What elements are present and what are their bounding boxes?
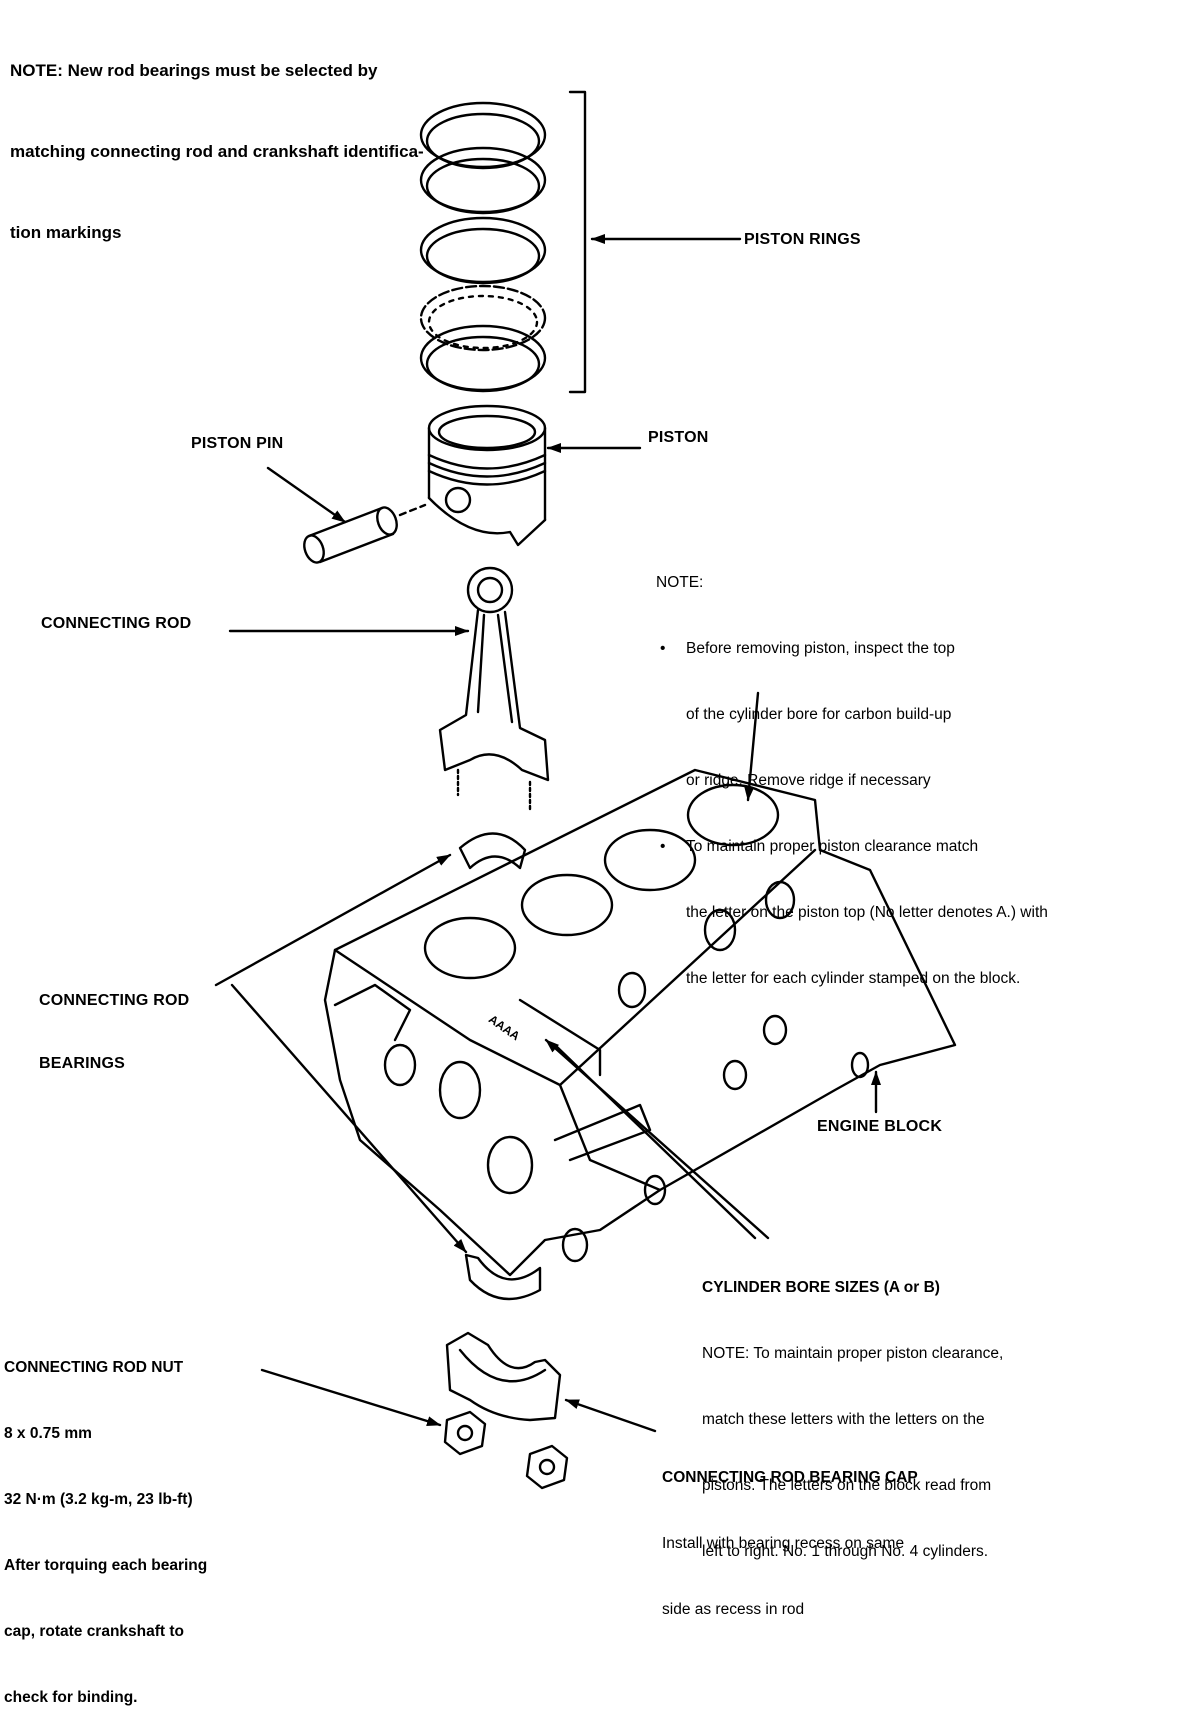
bullet-marker: •	[660, 838, 666, 855]
lower-bearing-illustration	[464, 1253, 542, 1301]
label-piston: PISTON	[648, 429, 709, 446]
bearing-leader-lower	[230, 983, 468, 1254]
piston-note: NOTE: • Before removing piston, inspect t…	[656, 528, 1048, 1012]
connecting-rod-illustration	[438, 566, 550, 812]
exploded-view-diagram: NOTE: New rod bearings must be selected …	[4, 3, 1048, 1706]
piston-note-heading: NOTE:	[656, 574, 704, 591]
bullet-text-line: the letter for each cylinder stamped on …	[686, 970, 1021, 987]
piston-note-bullet: • Before removing piston, inspect the top	[656, 638, 1048, 660]
bore-sizes-title: CYLINDER BORE SIZES (A or B)	[702, 1279, 940, 1296]
bearing-cap-note: CONNECTING ROD BEARING CAP Install with …	[662, 1423, 918, 1643]
piston-rings-bracket	[568, 90, 587, 394]
piston-illustration	[427, 404, 547, 547]
rod-nut-title: CONNECTING ROD NUT	[4, 1359, 184, 1376]
bearing-cap-line: side as recess in rod	[662, 1601, 805, 1618]
bore-sizes-line: pistons. The letters on the block read f…	[702, 1477, 992, 1494]
bore-sizes-line: match these letters with the letters on …	[702, 1411, 985, 1428]
bullet-text: Before removing piston, inspect the top	[686, 640, 955, 657]
rod-nut-leader	[260, 1368, 442, 1427]
bearing-cap-title: CONNECTING ROD BEARING CAP	[662, 1469, 918, 1486]
piston-pin-leader	[266, 466, 347, 524]
rod-nut-left-illustration	[443, 1410, 487, 1456]
bullet-marker: •	[660, 640, 666, 657]
engine-block-illustration	[323, 768, 957, 1277]
bearing-leader-upper	[214, 853, 452, 987]
label-connecting-rod-bearings: CONNECTING ROD BEARINGS	[39, 948, 189, 1095]
piston-pin-illustration	[303, 503, 427, 564]
top-note-line: NOTE: New rod bearings must be selected …	[10, 61, 378, 80]
bearing-cap-illustration	[445, 1331, 562, 1422]
bullet-text-line: of the cylinder bore for carbon build-up	[686, 706, 952, 723]
bearing-cap-line: Install with bearing recess on same	[662, 1535, 905, 1552]
label-connecting-rod: CONNECTING ROD	[41, 615, 192, 632]
piston-note-leader	[744, 691, 760, 802]
rod-nut-size: 8 x 0.75 mm	[4, 1425, 92, 1442]
bullet-text-line: or ridge. Remove ridge if necessary	[686, 772, 931, 789]
rod-nut-right-illustration	[525, 1444, 569, 1490]
bore-sizes-leader-2	[553, 1043, 757, 1240]
piston-note-bullet: • To maintain proper piston clearance mat…	[656, 836, 1048, 858]
bullet-text-line: the letter on the piston top (No letter …	[686, 904, 1048, 921]
rod-nut-note: CONNECTING ROD NUT 8 x 0.75 mm 32 N·m (3…	[4, 1313, 207, 1731]
bullet-text: To maintain proper piston clearance matc…	[686, 838, 979, 855]
label-piston-pin: PISTON PIN	[191, 435, 284, 452]
top-note-line: tion markings	[10, 223, 122, 242]
piston-rings-illustration	[419, 101, 547, 393]
bore-sizes-line: NOTE: To maintain proper piston clearanc…	[702, 1345, 1004, 1362]
top-note: NOTE: New rod bearings must be selected …	[10, 3, 424, 273]
label-bearings-line: BEARINGS	[39, 1055, 126, 1072]
label-engine-block: ENGINE BLOCK	[817, 1118, 943, 1135]
upper-bearing-illustration	[458, 832, 527, 870]
label-piston-rings: PISTON RINGS	[744, 231, 861, 248]
diagram-artwork	[214, 90, 957, 1490]
label-bearings-line: CONNECTING ROD	[39, 992, 190, 1009]
rod-nut-torque: 32 N·m (3.2 kg-m, 23 lb-ft)	[4, 1491, 193, 1508]
rod-nut-line: After torquing each bearing	[4, 1557, 208, 1574]
rod-nut-line: check for binding.	[4, 1689, 138, 1706]
bearing-cap-leader	[564, 1398, 657, 1433]
rod-nut-line: cap, rotate crankshaft to	[4, 1623, 185, 1640]
top-note-line: matching connecting rod and crankshaft i…	[10, 142, 424, 161]
